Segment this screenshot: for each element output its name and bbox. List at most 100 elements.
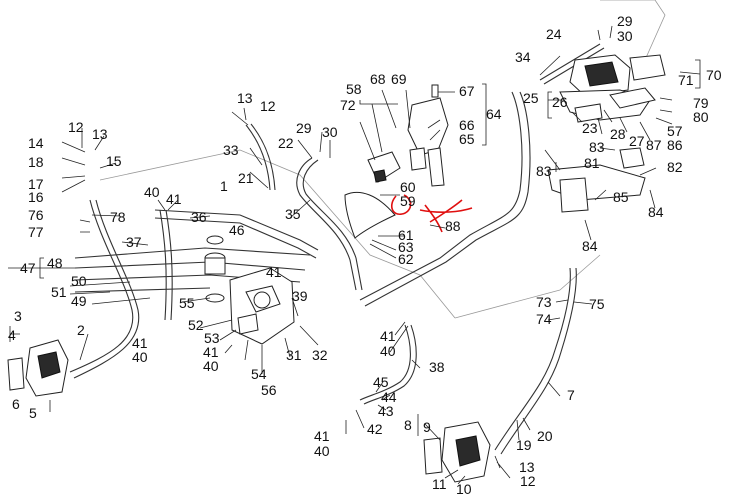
callout-29b: 29 <box>617 13 633 29</box>
callout-62: 62 <box>398 251 414 267</box>
callout-8: 8 <box>404 417 412 433</box>
callout-30b: 30 <box>617 28 633 44</box>
callout-64: 64 <box>486 106 502 122</box>
callout-40b: 40 <box>132 349 148 365</box>
callout-6: 6 <box>12 396 20 412</box>
callout-56: 56 <box>261 382 277 398</box>
callout-73: 73 <box>536 294 552 310</box>
callout-36: 36 <box>191 209 207 225</box>
callout-80: 80 <box>693 109 709 125</box>
callout-7: 7 <box>567 387 575 403</box>
callout-41e: 41 <box>380 328 396 344</box>
callout-66: 66 <box>459 117 475 133</box>
callout-83b: 83 <box>589 139 605 155</box>
abs-modulator <box>229 267 295 345</box>
callout-77: 77 <box>28 224 44 240</box>
annotation-circle <box>390 194 412 215</box>
callout-75: 75 <box>589 296 605 312</box>
callout-12c: 12 <box>520 473 536 489</box>
callout-60: 60 <box>400 179 416 195</box>
front-caliper-left <box>7 339 69 412</box>
callout-85: 85 <box>613 189 629 205</box>
callout-18: 18 <box>28 154 44 170</box>
callout-40c: 40 <box>203 358 219 374</box>
front-caliper-right <box>569 54 666 97</box>
callout-16: 16 <box>28 189 44 205</box>
mount-bracket <box>547 147 646 213</box>
callout-31: 31 <box>286 347 302 363</box>
callout-82: 82 <box>667 159 683 175</box>
callout-13b: 13 <box>237 90 253 106</box>
caliper-bracket <box>559 87 656 123</box>
callout-44: 44 <box>381 389 397 405</box>
callout-69: 69 <box>391 71 407 87</box>
callout-5: 5 <box>29 405 37 421</box>
callout-14: 14 <box>28 135 44 151</box>
callout-74: 74 <box>536 311 552 327</box>
callout-19: 19 <box>516 437 532 453</box>
callout-12b: 12 <box>260 98 276 114</box>
callout-20: 20 <box>537 428 553 444</box>
callout-35: 35 <box>285 206 301 222</box>
master-cylinder <box>407 84 449 187</box>
callout-labels: 1 2 3 4 5 6 7 8 9 10 11 12 12 12 13 13 1… <box>8 13 722 497</box>
callout-24: 24 <box>546 26 562 42</box>
callout-41a: 41 <box>166 191 182 207</box>
callout-52: 52 <box>188 317 204 333</box>
callout-48: 48 <box>47 255 63 271</box>
callout-87: 87 <box>646 137 662 153</box>
callout-26: 26 <box>552 94 568 110</box>
callout-41d: 41 <box>266 264 282 280</box>
callout-59: 59 <box>400 193 416 209</box>
pressure-switch <box>367 151 401 183</box>
callout-58: 58 <box>346 81 362 97</box>
callout-46: 46 <box>229 222 245 238</box>
leader-lines <box>8 25 701 485</box>
callout-88: 88 <box>445 218 461 234</box>
callout-53: 53 <box>204 330 220 346</box>
callout-4: 4 <box>8 327 16 343</box>
callout-70: 70 <box>706 67 722 83</box>
callout-13c: 13 <box>519 459 535 475</box>
callout-42: 42 <box>367 421 383 437</box>
callout-67: 67 <box>459 83 475 99</box>
annotation-cross <box>419 199 473 233</box>
callout-65: 65 <box>459 131 475 147</box>
callout-81: 81 <box>584 155 600 171</box>
callout-84a: 84 <box>648 204 664 220</box>
callout-33: 33 <box>223 142 239 158</box>
callout-45: 45 <box>373 374 389 390</box>
callout-17: 17 <box>28 176 44 192</box>
callout-25: 25 <box>523 90 539 106</box>
callout-15: 15 <box>106 153 122 169</box>
callout-41f: 41 <box>314 428 330 444</box>
callout-83a: 83 <box>536 163 552 179</box>
callout-32: 32 <box>312 347 328 363</box>
callout-34: 34 <box>515 49 531 65</box>
callout-40e: 40 <box>314 443 330 459</box>
red-annotation <box>390 194 473 233</box>
callout-40a: 40 <box>144 184 160 200</box>
heat-guard <box>344 191 396 239</box>
callout-28: 28 <box>610 126 626 142</box>
callout-22: 22 <box>278 135 294 151</box>
callout-68: 68 <box>370 71 386 87</box>
callout-41b: 41 <box>132 335 148 351</box>
callout-47: 47 <box>20 260 36 276</box>
callout-61: 61 <box>398 227 414 243</box>
callout-21: 21 <box>238 170 254 186</box>
fluid-reservoir <box>204 235 226 303</box>
callout-54: 54 <box>251 366 267 382</box>
callout-71: 71 <box>678 72 694 88</box>
callout-43: 43 <box>378 403 394 419</box>
callout-37: 37 <box>126 234 142 250</box>
callout-13a: 13 <box>92 126 108 142</box>
callout-1: 1 <box>220 178 228 194</box>
group-brackets <box>9 59 701 436</box>
callout-10: 10 <box>456 481 472 497</box>
callout-40d: 40 <box>380 343 396 359</box>
callout-76: 76 <box>28 207 44 223</box>
callout-29a: 29 <box>296 120 312 136</box>
callout-72: 72 <box>340 97 356 113</box>
